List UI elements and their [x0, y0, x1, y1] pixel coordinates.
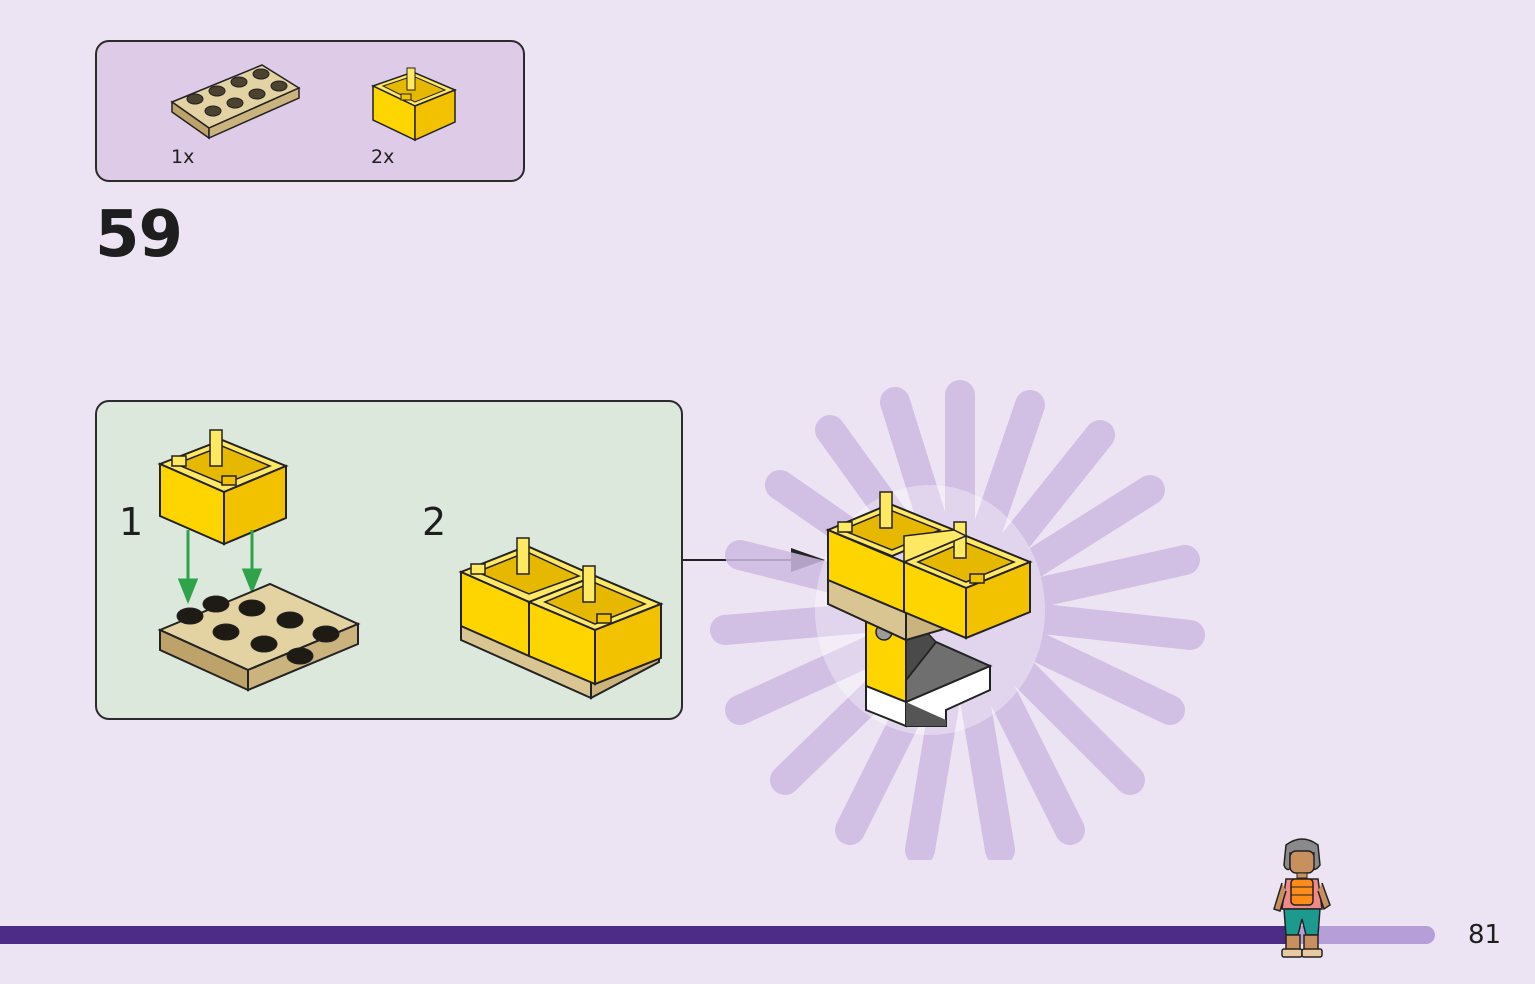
step-number: 59: [95, 198, 183, 272]
substep-2-illustration: [457, 532, 667, 702]
tan-plate-part-icon: [167, 60, 307, 140]
result-model-illustration: [700, 380, 1220, 860]
yellow-brick-part-icon: [369, 64, 459, 144]
part-count-plate: 1x: [171, 146, 195, 168]
substep-1-illustration: [152, 424, 372, 704]
substep-panel: 1 2: [95, 400, 683, 720]
substep-number-2: 2: [422, 500, 447, 544]
substep-number-1: 1: [119, 500, 144, 544]
minifigure-icon: [1268, 835, 1338, 960]
progress-bar-filled: [0, 926, 1290, 944]
parts-list-panel: 1x 2x: [95, 40, 525, 182]
progress-bar-remaining: [1290, 926, 1435, 944]
page-number: 81: [1468, 920, 1502, 950]
part-count-brick: 2x: [371, 146, 395, 168]
